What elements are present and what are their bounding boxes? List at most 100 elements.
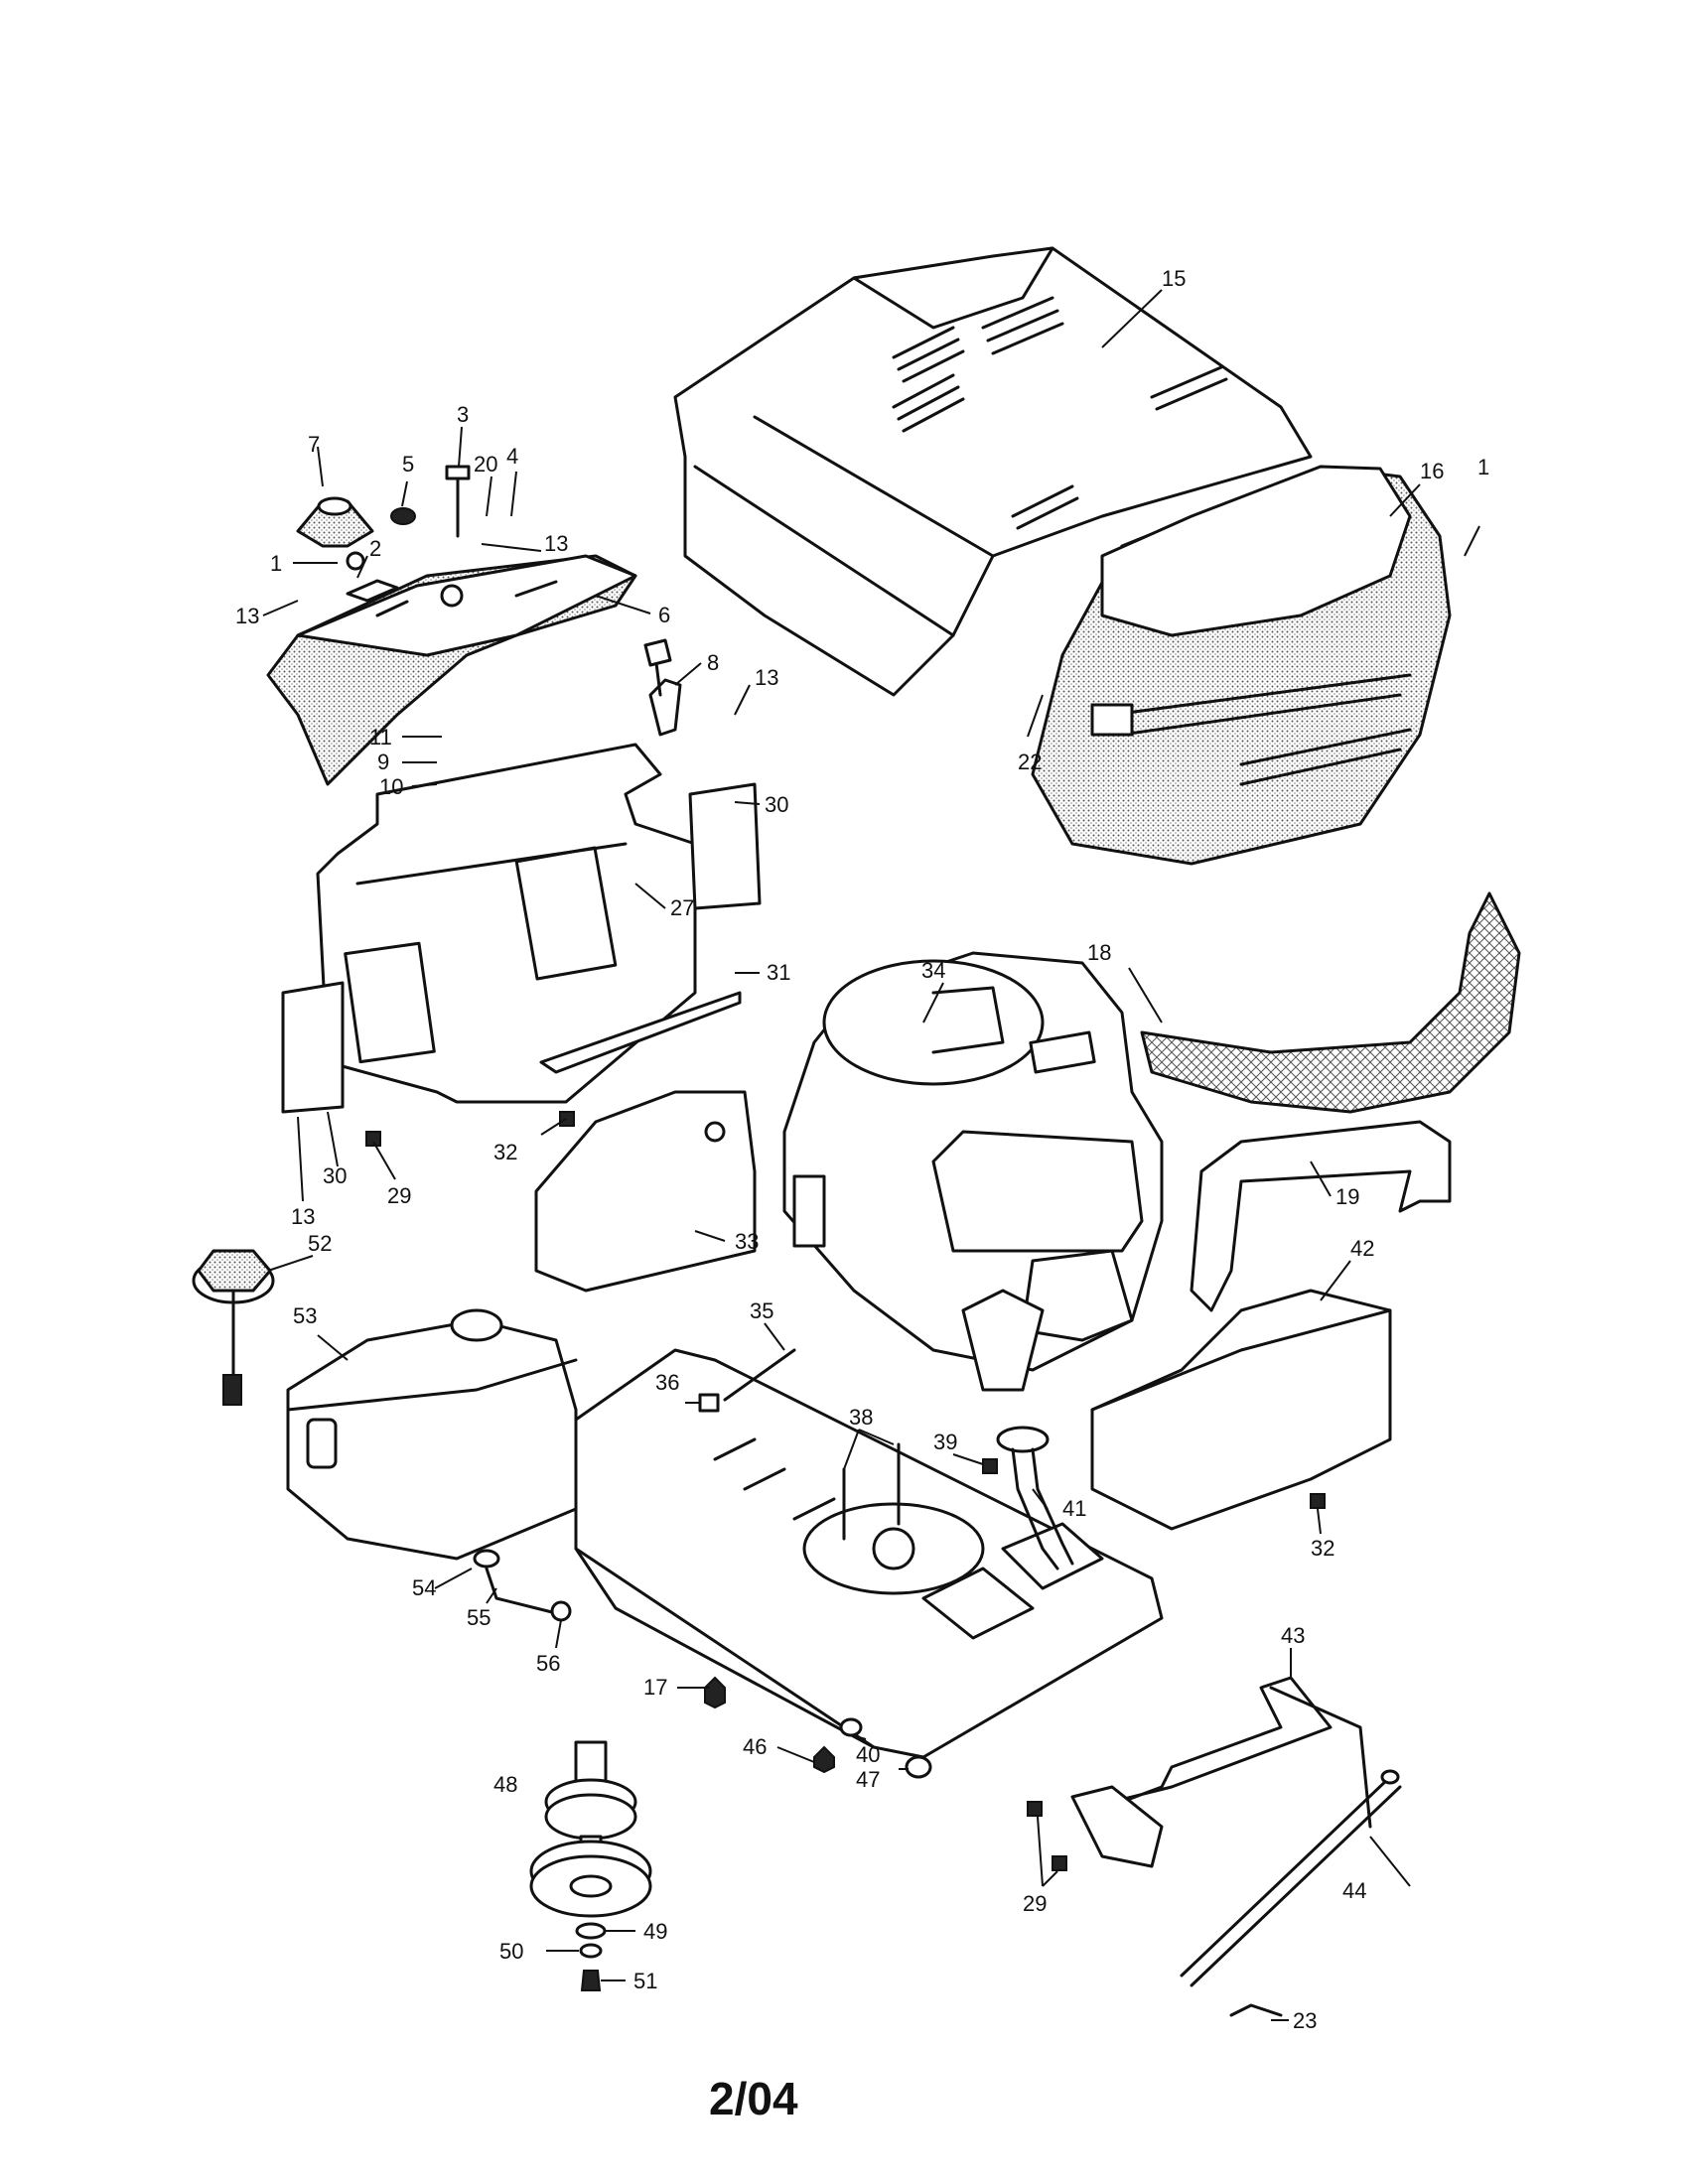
callout-29: 29 [1023, 1891, 1047, 1916]
callout-33: 33 [735, 1229, 759, 1254]
callout-16: 16 [1420, 459, 1444, 483]
callout-53: 53 [293, 1303, 317, 1328]
bracket-part-31 [539, 991, 742, 1074]
callout-10: 10 [379, 774, 403, 799]
bolt-part-17 [704, 1676, 726, 1709]
side-plate-part-right [688, 782, 762, 910]
callout-36: 36 [655, 1370, 679, 1395]
bolt-part-29-left [365, 1131, 381, 1147]
callout-13: 13 [544, 531, 568, 556]
callout-44: 44 [1342, 1878, 1366, 1903]
callout-35: 35 [750, 1298, 773, 1323]
fuel-tank-part [286, 1308, 578, 1561]
fuel-cap-part [192, 1249, 275, 1406]
callout-47: 47 [856, 1767, 880, 1792]
callout-labels: 15 16 1 22 7 3 20 5 4 13 1 2 13 6 8 13 1… [235, 266, 1489, 2033]
callout-40: 40 [856, 1742, 880, 1767]
callout-8: 8 [707, 650, 719, 675]
front-axle-bracket-part [1070, 1676, 1372, 1868]
callout-15: 15 [1162, 266, 1186, 291]
callout-49: 49 [643, 1919, 667, 1944]
callout-7: 7 [308, 432, 320, 457]
callout-9: 9 [377, 750, 389, 774]
leader-lines [262, 289, 1480, 2021]
callout-54: 54 [412, 1575, 436, 1600]
callout-17: 17 [643, 1675, 667, 1700]
nut-part-39 [982, 1458, 998, 1474]
date-code: 2/04 [709, 2073, 798, 2124]
callout-46: 46 [743, 1734, 767, 1759]
side-plate-part-left [281, 981, 345, 1114]
callout-32: 32 [1311, 1536, 1334, 1561]
front-bumper-part [1140, 891, 1521, 1114]
shaft-part-3 [445, 465, 471, 538]
callout-1: 1 [1477, 455, 1489, 479]
battery-tray-part [1090, 1289, 1392, 1531]
callout-34: 34 [921, 958, 945, 983]
callout-20: 20 [474, 452, 497, 477]
callout-51: 51 [633, 1969, 657, 1993]
knob-part [296, 496, 374, 548]
bolt-part-32-right [1310, 1493, 1326, 1509]
callout-38: 38 [849, 1405, 873, 1430]
callout-41: 41 [1062, 1496, 1086, 1521]
ignition-switch-part [643, 638, 682, 737]
callout-32: 32 [493, 1140, 517, 1164]
engine-part [782, 951, 1164, 1392]
callout-27: 27 [670, 895, 694, 920]
washer-part-2 [346, 551, 399, 603]
callout-55: 55 [467, 1605, 491, 1630]
nut-part-40 [839, 1717, 863, 1737]
washer-part-50 [579, 1943, 603, 1959]
callout-30: 30 [323, 1163, 347, 1188]
bumper-bracket-part [1190, 1120, 1452, 1312]
callout-30: 30 [765, 792, 788, 817]
callout-18: 18 [1087, 940, 1111, 965]
callout-13: 13 [291, 1204, 315, 1229]
chassis-frame-part [574, 1348, 1164, 1759]
bolt-part-51 [580, 1970, 602, 1991]
washer-part-49 [575, 1922, 607, 1940]
callout-48: 48 [493, 1772, 517, 1797]
spacer-part-47 [905, 1755, 932, 1779]
nut-part-5 [390, 507, 416, 525]
callout-19: 19 [1335, 1184, 1359, 1209]
callout-3: 3 [457, 402, 469, 427]
callout-11: 11 [369, 725, 392, 750]
callout-31: 31 [767, 960, 790, 985]
dash-panel-part [266, 554, 637, 786]
dash-support-part [316, 743, 697, 1104]
bolt-part-46 [813, 1745, 835, 1774]
hood-shroud-part [673, 246, 1313, 697]
callout-56: 56 [536, 1651, 560, 1676]
axle-rod-part [1180, 1769, 1402, 1987]
callout-29: 29 [387, 1183, 411, 1208]
callout-5: 5 [402, 452, 414, 477]
callout-39: 39 [933, 1430, 957, 1454]
fuel-line-part [473, 1549, 572, 1622]
callout-50: 50 [499, 1939, 523, 1964]
pin-part-23 [1229, 2003, 1283, 2017]
callout-52: 52 [308, 1231, 332, 1256]
callout-4: 4 [506, 444, 518, 469]
callout-1: 1 [270, 551, 282, 576]
bolt-part-29-top [1027, 1801, 1043, 1817]
bolt-part-36 [698, 1393, 720, 1413]
bolt-part-35 [723, 1348, 796, 1402]
callout-22: 22 [1018, 750, 1042, 774]
callout-2: 2 [369, 536, 381, 561]
pulley-part [529, 1740, 652, 1918]
callout-13: 13 [755, 665, 778, 690]
callout-6: 6 [658, 603, 670, 627]
bolt-part-38 [842, 1442, 901, 1541]
callout-42: 42 [1350, 1236, 1374, 1261]
callout-13: 13 [235, 604, 259, 628]
bolt-part-32-left [559, 1111, 575, 1127]
bolt-part-29-bottom [1052, 1855, 1067, 1871]
heat-shield-part [534, 1090, 757, 1293]
exhaust-pipe-part [996, 1426, 1074, 1570]
callout-43: 43 [1281, 1623, 1305, 1648]
callout-23: 23 [1293, 2008, 1317, 2033]
hood-part [1031, 465, 1452, 866]
